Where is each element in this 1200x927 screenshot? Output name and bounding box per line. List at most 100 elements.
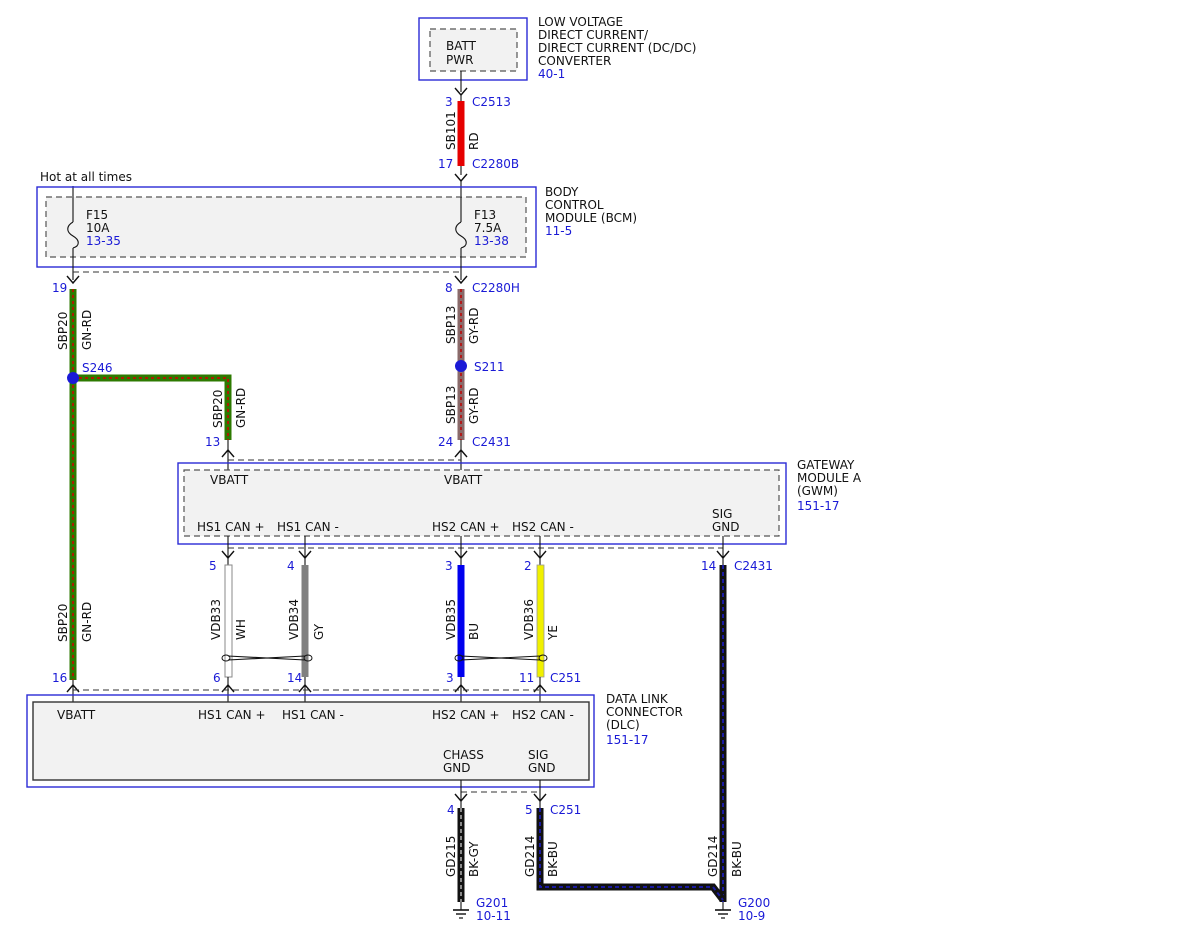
dc-dc-converter: BATT PWR LOW VOLTAGE DIRECT CURRENT/ DIR… bbox=[418, 15, 696, 81]
splice-s211-label: S211 bbox=[474, 360, 505, 374]
dlc-pin-chass: 4 bbox=[447, 803, 455, 817]
wire-gd214-circuit-a: GD214 bbox=[523, 836, 537, 877]
dlc-connector-in[interactable]: C251 bbox=[550, 671, 581, 685]
bcm-title-3: MODULE (BCM) bbox=[545, 211, 637, 225]
converter-batt-label: BATT bbox=[446, 39, 477, 53]
splice-s246-label: S246 bbox=[82, 361, 113, 375]
wire-sbp20-circuit-1: SBP20 bbox=[56, 312, 70, 350]
fuse-f13-ref[interactable]: 13-38 bbox=[474, 234, 509, 248]
wire-gd215-circuit: GD215 bbox=[444, 836, 458, 877]
dlc-pin-in-11: 11 bbox=[519, 671, 534, 685]
dlc-ref[interactable]: 151-17 bbox=[606, 733, 649, 747]
bcm-pin-left: 19 bbox=[52, 281, 67, 295]
bcm-title-1: BODY bbox=[545, 185, 579, 199]
data-link-connector: DATA LINK CONNECTOR (DLC) 151-17 VBATT H… bbox=[26, 692, 683, 788]
wire-sbp13-circuit-1: SBP13 bbox=[444, 306, 458, 344]
dlc-chass-label-1: CHASS bbox=[443, 748, 484, 762]
wire-sbp13-circuit-2: SBP13 bbox=[444, 386, 458, 424]
gwm-vbatt1-label: VBATT bbox=[210, 473, 249, 487]
bcm-pin-in: 17 bbox=[438, 157, 453, 171]
wire-vdb35-circuit: VDB35 bbox=[444, 599, 458, 640]
fuse-f15-name: F15 bbox=[86, 208, 108, 222]
dlc-title-2: CONNECTOR bbox=[606, 705, 683, 719]
converter-title-3: DIRECT CURRENT (DC/DC) bbox=[538, 41, 696, 55]
gwm-title-3: (GWM) bbox=[797, 484, 838, 498]
dlc-pin-in-14: 14 bbox=[287, 671, 302, 685]
wire-vdb35-color: BU bbox=[467, 623, 481, 640]
converter-title-4: CONVERTER bbox=[538, 54, 611, 68]
wire-vdb33-circuit: VDB33 bbox=[209, 599, 223, 640]
twisted-pair-hs1 bbox=[221, 654, 313, 662]
splice-s211 bbox=[455, 360, 467, 372]
wire-vdb36-circuit: VDB36 bbox=[522, 599, 536, 640]
ground-g201-icon bbox=[453, 902, 469, 919]
bcm-ref[interactable]: 11-5 bbox=[545, 224, 572, 238]
converter-ref[interactable]: 40-1 bbox=[538, 67, 565, 81]
wire-sbp13-color-2: GY-RD bbox=[467, 387, 481, 424]
wire-gd214-color-b: BK-BU bbox=[730, 841, 744, 877]
gwm-pin-out-14: 14 bbox=[701, 559, 716, 573]
wire-gd215-color: BK-GY bbox=[467, 841, 481, 877]
ground-g201-ref[interactable]: 10-11 bbox=[476, 909, 511, 923]
fuse-f15: F15 10A 13-35 bbox=[67, 197, 121, 280]
bcm-connector-in[interactable]: C2280B bbox=[472, 157, 519, 171]
dlc-hs1m-label: HS1 CAN - bbox=[282, 708, 344, 722]
dlc-pin-in-6: 6 bbox=[213, 671, 221, 685]
fuse-f13-rating: 7.5A bbox=[474, 221, 502, 235]
gwm-vbatt2-label: VBATT bbox=[444, 473, 483, 487]
ground-g200-name: G200 bbox=[738, 896, 770, 910]
gateway-module-a: GATEWAY MODULE A (GWM) 151-17 VBATT VBAT… bbox=[177, 458, 862, 545]
fuse-f15-rating: 10A bbox=[86, 221, 110, 235]
dlc-connector-out[interactable]: C251 bbox=[550, 803, 581, 817]
gwm-pin-out-4: 4 bbox=[287, 559, 295, 573]
bcm-connector-out[interactable]: C2280H bbox=[472, 281, 520, 295]
gwm-sig-label-2: GND bbox=[712, 520, 740, 534]
wire-sb101-circuit: SB101 bbox=[444, 111, 458, 150]
ground-g200-icon bbox=[715, 902, 731, 919]
gwm-pin-out-5: 5 bbox=[209, 559, 217, 573]
ground-g200-ref[interactable]: 10-9 bbox=[738, 909, 765, 923]
gwm-hs2p-label: HS2 CAN + bbox=[432, 520, 500, 534]
wire-sbp13-color-1: GY-RD bbox=[467, 307, 481, 344]
twisted-pair-hs2 bbox=[454, 654, 548, 662]
converter-pwr-label: PWR bbox=[446, 53, 473, 67]
dlc-chass-label-2: GND bbox=[443, 761, 471, 775]
dlc-vbatt-label: VBATT bbox=[57, 708, 96, 722]
gwm-ref[interactable]: 151-17 bbox=[797, 499, 840, 513]
dlc-pin-in-16: 16 bbox=[52, 671, 67, 685]
gwm-pin-out-3: 3 bbox=[445, 559, 453, 573]
gwm-sig-label-1: SIG bbox=[712, 507, 732, 521]
wire-gd214-color-a: BK-BU bbox=[546, 841, 560, 877]
gwm-hs1m-label: HS1 CAN - bbox=[277, 520, 339, 534]
gwm-title-1: GATEWAY bbox=[797, 458, 855, 472]
wire-sb101-color: RD bbox=[467, 132, 481, 150]
ground-g201-name: G201 bbox=[476, 896, 508, 910]
hot-at-all-times-label: Hot at all times bbox=[40, 170, 132, 184]
wire-sbp20-color-3: GN-RD bbox=[80, 602, 94, 642]
dlc-pin-sig: 5 bbox=[525, 803, 533, 817]
wire-gd214-dlc bbox=[536, 808, 726, 903]
wire-sbp20-circuit-3: SBP20 bbox=[56, 604, 70, 642]
splice-s246 bbox=[67, 372, 79, 384]
dlc-hs2p-label: HS2 CAN + bbox=[432, 708, 500, 722]
wire-sbp20-color-2: GN-RD bbox=[234, 388, 248, 428]
gwm-pin-vbatt2: 24 bbox=[438, 435, 453, 449]
bcm-title-2: CONTROL bbox=[545, 198, 604, 212]
gwm-hs2m-label: HS2 CAN - bbox=[512, 520, 574, 534]
gwm-title-2: MODULE A bbox=[797, 471, 862, 485]
wire-vdb34-circuit: VDB34 bbox=[287, 599, 301, 640]
converter-title-1: LOW VOLTAGE bbox=[538, 15, 623, 29]
dlc-sig-label-2: GND bbox=[528, 761, 556, 775]
bcm-pin-right: 8 bbox=[445, 281, 453, 295]
gwm-connector-in[interactable]: C2431 bbox=[472, 435, 511, 449]
wire-sbp20 bbox=[69, 289, 232, 680]
dlc-hs2m-label: HS2 CAN - bbox=[512, 708, 574, 722]
gwm-connector-out[interactable]: C2431 bbox=[734, 559, 773, 573]
converter-title-2: DIRECT CURRENT/ bbox=[538, 28, 649, 42]
wire-sbp20-color-1: GN-RD bbox=[80, 310, 94, 350]
fuse-f13-name: F13 bbox=[474, 208, 496, 222]
fuse-f15-ref[interactable]: 13-35 bbox=[86, 234, 121, 248]
dlc-title-1: DATA LINK bbox=[606, 692, 669, 706]
converter-connector[interactable]: C2513 bbox=[472, 95, 511, 109]
